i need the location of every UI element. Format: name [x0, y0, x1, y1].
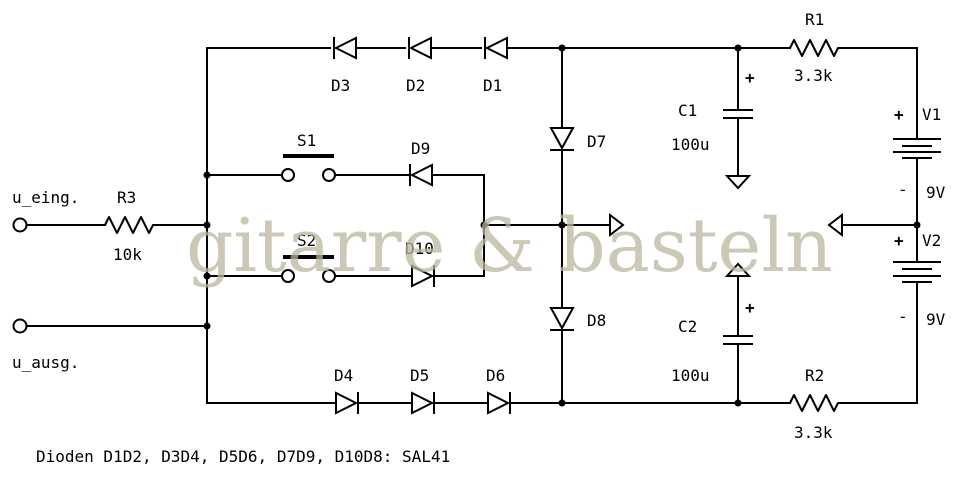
diode-d7 [549, 127, 575, 151]
diode-d10 [411, 264, 435, 288]
label-d9: D9 [411, 139, 430, 158]
label-c1: C1 [678, 101, 697, 120]
plus-sign-v2: + [894, 231, 904, 250]
label-r1: R1 [805, 10, 824, 29]
plus-sign-c1: + [745, 68, 755, 87]
label-d1: D1 [483, 76, 502, 95]
ground-symbol-center [609, 212, 625, 238]
label-s2: S2 [297, 231, 316, 250]
label-d2: D2 [406, 76, 425, 95]
label-d8: D8 [587, 311, 606, 330]
label-s1: S1 [297, 131, 316, 150]
label-v1: V1 [922, 105, 941, 124]
label-d6: D6 [486, 366, 505, 385]
resistor-r1 [789, 39, 842, 57]
diode-d1 [484, 36, 508, 60]
diode-d3 [333, 36, 357, 60]
watermark: gitarre & basteln [186, 203, 833, 289]
ground-symbol-c1 [724, 175, 752, 190]
value-r3: 10k [113, 245, 142, 264]
diode-d9 [409, 163, 433, 187]
resistor-r3 [104, 216, 157, 234]
plus-sign-v1: + [894, 105, 904, 124]
input-terminal [12, 217, 28, 233]
label-d7: D7 [587, 132, 606, 151]
value-c2: 100u [671, 366, 710, 385]
diode-d2 [408, 36, 432, 60]
capacitor-c1 [723, 109, 753, 119]
diode-d6 [487, 391, 511, 415]
label-d3: D3 [331, 76, 350, 95]
label-d5: D5 [410, 366, 429, 385]
label-d4: D4 [334, 366, 353, 385]
diode-d5 [411, 391, 435, 415]
ground-symbol-c2 [724, 262, 752, 277]
input-label: u_eing. [12, 188, 79, 207]
diode-d8 [549, 307, 575, 331]
value-r2: 3.3k [794, 423, 833, 442]
value-v1: 9V [926, 183, 946, 202]
switch-s1 [281, 154, 336, 182]
footnote: Dioden D1D2, D3D4, D5D6, D7D9, D10D8: SA… [36, 447, 450, 466]
ground-symbol-battery [827, 212, 843, 238]
plus-sign-c2: + [745, 298, 755, 317]
output-label: u_ausg. [12, 353, 79, 372]
value-v2: 9V [926, 310, 946, 329]
label-r3: R3 [117, 188, 136, 207]
label-v2: V2 [922, 231, 941, 250]
capacitor-c2 [723, 335, 753, 345]
output-terminal [12, 318, 28, 334]
minus-sign-v2: - [898, 307, 908, 326]
label-r2: R2 [805, 366, 824, 385]
resistor-r2 [789, 394, 842, 412]
value-r1: 3.3k [794, 66, 833, 85]
junction-dots [203, 44, 921, 407]
battery-v2 [893, 261, 941, 283]
minus-sign-v1: - [898, 180, 908, 199]
switch-s2 [281, 255, 336, 283]
diode-d4 [335, 391, 359, 415]
value-c1: 100u [671, 135, 710, 154]
battery-v1 [893, 138, 941, 159]
label-d10: D10 [405, 239, 434, 258]
label-c2: C2 [678, 317, 697, 336]
